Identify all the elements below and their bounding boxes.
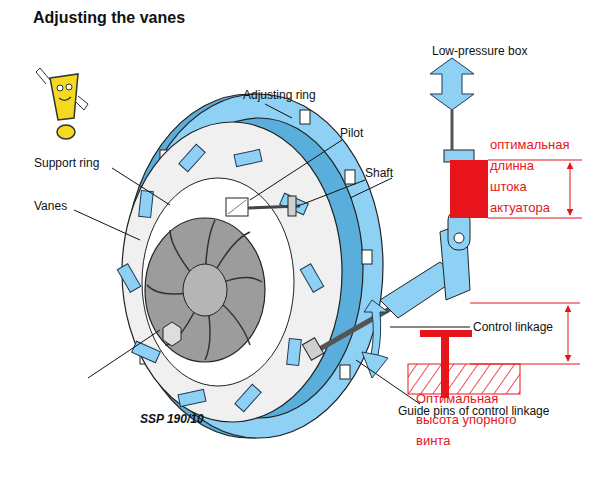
part-label: Control linkage <box>473 320 553 334</box>
support-ring-hole <box>142 178 294 386</box>
red-note: Оптимальная высота упорного винта <box>416 388 534 451</box>
figure-reference: SSP 190/10 <box>140 412 204 426</box>
note-icon <box>36 68 88 139</box>
part-label: Low-pressure box <box>432 44 527 58</box>
red-note: оптимальная длинна штока актуатора <box>490 134 574 218</box>
part-label: Support ring <box>34 156 99 170</box>
leader-lines <box>74 104 470 404</box>
support-ring <box>122 122 342 422</box>
actuator-rod-mark <box>450 160 488 218</box>
part-label: Pilot <box>340 126 363 140</box>
part-label: Adjusting ring <box>243 88 316 102</box>
vanes <box>117 144 323 411</box>
diagram-title: Adjusting the vanes <box>33 8 185 28</box>
part-label: Shaft <box>365 166 393 180</box>
part-label: Vanes <box>34 199 67 213</box>
turbine-wheel <box>145 218 265 362</box>
double-arrow <box>430 58 474 110</box>
actuator-rod <box>451 110 454 150</box>
pilot-shaft <box>226 196 300 216</box>
stop-screw <box>408 330 520 398</box>
control-linkage <box>302 150 474 360</box>
